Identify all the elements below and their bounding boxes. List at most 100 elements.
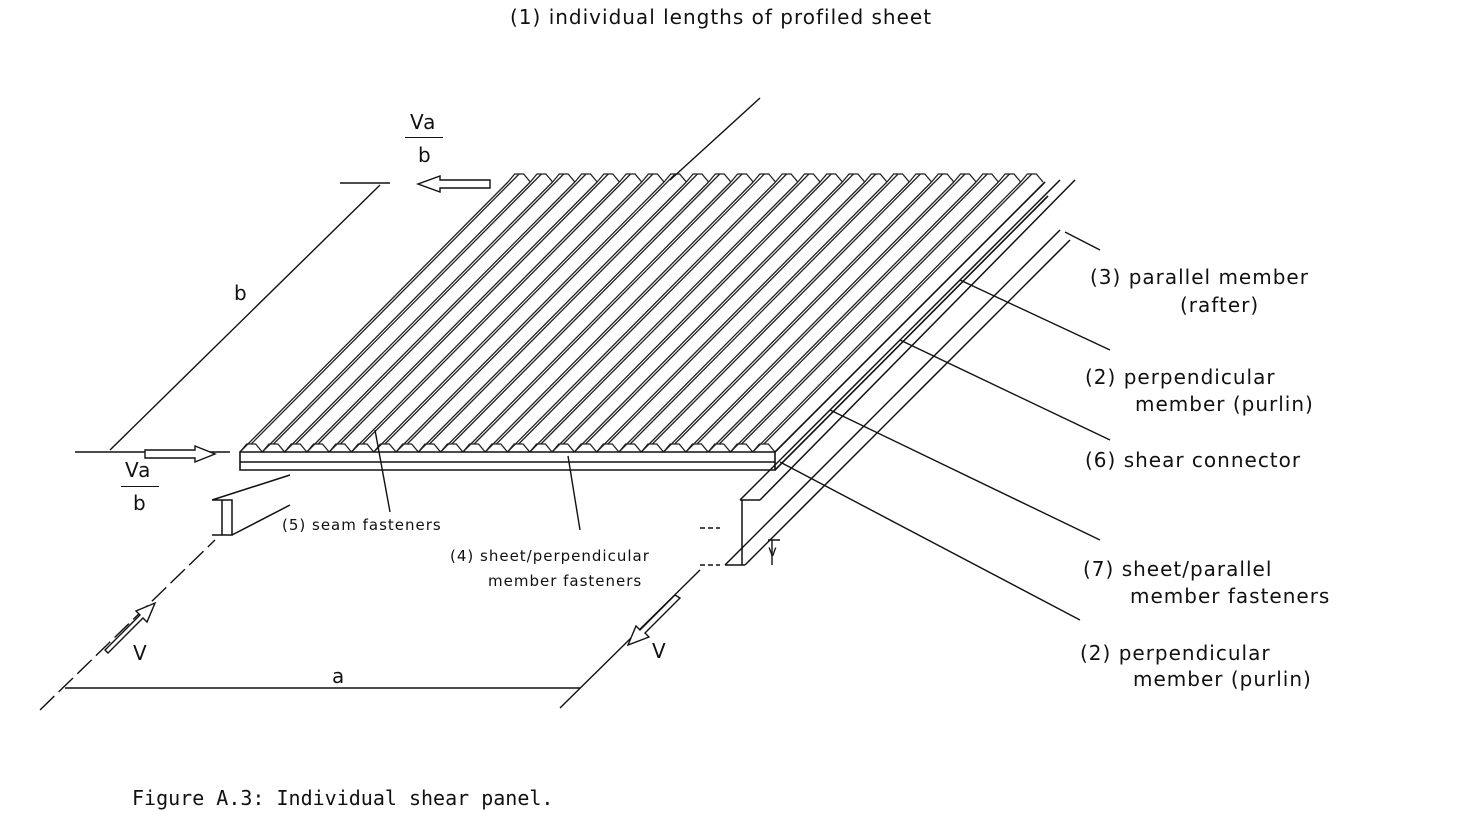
rib-profile-back — [663, 173, 687, 183]
rib-crest-line — [674, 173, 944, 445]
label-va-top-numerator: Va — [410, 110, 437, 134]
rib-crest-line — [250, 173, 520, 445]
rib-crest-line — [518, 173, 788, 445]
rib-trough-line — [484, 181, 754, 453]
rib-profile-back — [841, 173, 866, 183]
force-arrows — [104, 175, 682, 654]
rib-profile — [284, 443, 308, 453]
rib-trough-line — [640, 181, 910, 453]
label-sheet-parallel-1: (7) sheet/parallel — [1083, 557, 1273, 581]
rib-profile-back — [708, 173, 732, 183]
rib-crest-line — [540, 173, 810, 445]
rib-crest-line — [317, 173, 587, 445]
rib-profile — [484, 443, 508, 453]
rib-profile — [395, 443, 419, 453]
rib-crest-line — [629, 173, 899, 445]
rib-trough-line — [729, 181, 999, 453]
fraction-bar-left — [121, 486, 159, 487]
rib-profile — [373, 443, 397, 453]
label-purlin-top-1: (2) perpendicular — [1085, 365, 1276, 389]
rib-profile — [328, 443, 352, 453]
rib-crest-line — [384, 173, 654, 445]
label-va-left-denominator: b — [133, 491, 147, 515]
rib-profile-back — [797, 173, 821, 183]
fraction-bar-top — [405, 137, 443, 138]
rib-profile — [752, 443, 776, 453]
rib-profile — [640, 443, 665, 453]
rib-crest-line — [741, 173, 1011, 445]
rib-profile-back — [819, 173, 843, 183]
rib-crest-line — [696, 173, 966, 445]
rib-profile — [685, 443, 709, 453]
rib-crest-line — [272, 173, 542, 445]
rib-trough-line — [685, 181, 955, 453]
rib-profile — [261, 443, 286, 453]
rib-crest-line — [763, 173, 1033, 445]
rib-profile — [529, 443, 553, 453]
label-va-left-numerator: Va — [125, 458, 152, 482]
rib-trough-line — [663, 181, 933, 453]
label-sheet-parallel-2: member fasteners — [1130, 584, 1331, 608]
label-a-dimension: a — [332, 664, 346, 688]
label-rafter: (rafter) — [1180, 293, 1260, 317]
panel-outline — [239, 181, 1049, 471]
rib-trough-line — [261, 181, 531, 453]
rib-profile-back — [596, 173, 620, 183]
label-v-displacement: v — [768, 542, 778, 560]
rib-trough-line — [373, 181, 643, 453]
rib-crest-line — [429, 173, 698, 445]
label-profiled-sheet: (1) individual lengths of profiled sheet — [510, 5, 933, 29]
rib-profile-back — [975, 173, 999, 183]
rib-profile-back — [641, 173, 665, 183]
rib-trough-line — [417, 181, 687, 453]
rib-profile-back — [908, 173, 933, 183]
rib-profile-back — [953, 173, 977, 183]
rib-trough-line — [306, 181, 576, 453]
rib-profile — [707, 443, 731, 453]
rib-crest-line — [362, 173, 632, 445]
label-va-top-denominator: b — [418, 143, 432, 167]
rib-trough-line — [529, 181, 799, 453]
rib-trough-line — [507, 181, 776, 453]
rib-profile — [729, 443, 754, 453]
rib-profile-back — [529, 173, 554, 183]
rib-crest-line — [295, 173, 565, 445]
rib-profile-back — [775, 173, 799, 183]
label-b-dimension: b — [234, 281, 248, 305]
rib-profile-back — [507, 173, 531, 183]
figure-caption: Figure A.3: Individual shear panel. — [132, 786, 554, 810]
rib-profile — [551, 443, 575, 453]
rib-trough-line — [618, 181, 888, 453]
purlins — [211, 474, 720, 566]
rib-profile-back — [931, 173, 955, 183]
rib-trough-line — [328, 181, 598, 453]
rib-profile — [596, 443, 620, 453]
rib-profile — [417, 443, 442, 453]
rib-profile — [306, 443, 330, 453]
label-parallel-member: (3) parallel member — [1090, 265, 1309, 289]
profiled-sheet-ribs — [239, 173, 1044, 453]
rib-trough-line — [707, 181, 977, 453]
rib-crest-line — [585, 173, 854, 445]
rib-crest-line — [495, 173, 765, 445]
label-shear-connector: (6) shear connector — [1085, 448, 1302, 472]
rib-trough-line — [440, 181, 710, 453]
rib-profile-back — [1020, 173, 1044, 183]
rib-profile — [440, 443, 464, 453]
rib-profile — [573, 443, 598, 453]
rib-crest-line — [339, 173, 609, 445]
rafter — [724, 179, 1076, 566]
rib-trough-line — [284, 181, 554, 453]
label-v-left: V — [133, 641, 148, 665]
rib-crest-line — [451, 173, 721, 445]
rib-profile-back — [997, 173, 1022, 183]
rib-profile-back — [552, 173, 576, 183]
rib-profile — [462, 443, 486, 453]
label-purlin-bottom-1: (2) perpendicular — [1080, 641, 1271, 665]
rib-profile-back — [618, 173, 643, 183]
rib-profile — [663, 443, 687, 453]
rib-profile-back — [685, 173, 710, 183]
rib-trough-line — [462, 181, 732, 453]
rib-trough-line — [573, 181, 843, 453]
